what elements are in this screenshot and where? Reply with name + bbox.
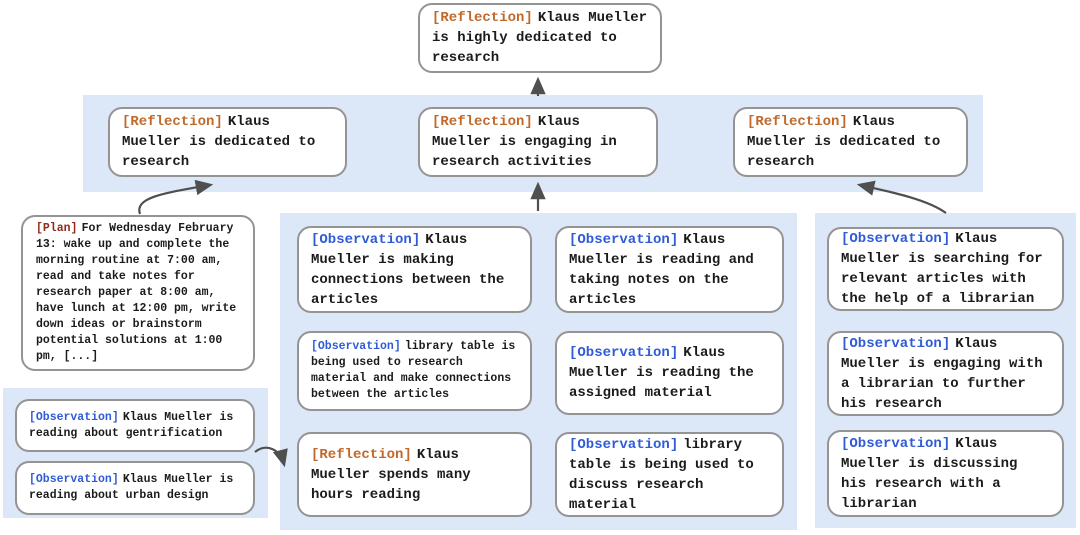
node-text: [Observation]Klaus Mueller is engaging w… xyxy=(841,334,1050,414)
node-band-reflection-2: [Reflection]Klaus Mueller is engaging in… xyxy=(418,107,658,177)
node-text: [Observation]Klaus Mueller is reading ab… xyxy=(29,472,241,504)
node-body: Klaus Mueller is discussing his research… xyxy=(841,435,1018,512)
reflection-tag: [Reflection] xyxy=(747,114,848,130)
node-right-observation-2: [Observation]Klaus Mueller is engaging w… xyxy=(827,331,1064,416)
reflection-tag: [Reflection] xyxy=(432,114,533,130)
node-body: Klaus Mueller is reading and taking note… xyxy=(569,231,754,308)
node-body: library table is being used to discuss r… xyxy=(569,436,754,513)
node-left-observation-1: [Observation]Klaus Mueller is reading ab… xyxy=(15,399,255,452)
node-text: [Observation]Klaus Mueller is searching … xyxy=(841,229,1050,309)
observation-tag: [Observation] xyxy=(569,231,679,248)
node-text: [Observation]library table is being used… xyxy=(311,339,518,403)
observation-tag: [Observation] xyxy=(311,340,401,353)
observation-tag: [Observation] xyxy=(841,335,951,352)
node-text: [Observation]Klaus Mueller is making con… xyxy=(311,230,518,310)
observation-tag: [Observation] xyxy=(569,345,679,361)
node-body: Klaus Mueller spends many hours reading xyxy=(311,446,471,503)
node-center-observation-1: [Observation]Klaus Mueller is making con… xyxy=(297,226,532,313)
node-body: Klaus Mueller is dedicated to research xyxy=(747,114,941,170)
node-plan: [Plan]For Wednesday February 13: wake up… xyxy=(21,215,255,371)
node-body: Klaus Mueller is dedicated to research xyxy=(122,114,316,170)
observation-tag: [Observation] xyxy=(841,435,951,452)
node-right-observation-3: [Observation]Klaus Mueller is discussing… xyxy=(827,430,1064,517)
reflection-tag: [Reflection] xyxy=(311,446,412,463)
reflection-tag: [Reflection] xyxy=(432,10,533,26)
node-text: [Reflection]Klaus Mueller is dedicated t… xyxy=(122,112,333,172)
node-text: [Observation]Klaus Mueller is discussing… xyxy=(841,434,1050,514)
node-body: library table is being used to research … xyxy=(311,340,516,401)
node-text: [Observation]Klaus Mueller is reading an… xyxy=(569,230,770,310)
node-right-observation-1: [Observation]Klaus Mueller is searching … xyxy=(827,227,1064,311)
observation-tag: [Observation] xyxy=(841,231,951,247)
node-text: [Reflection]Klaus Mueller spends many ho… xyxy=(311,445,518,505)
node-text: [Reflection]Klaus Mueller is engaging in… xyxy=(432,112,644,172)
node-text: [Reflection]Klaus Mueller is dedicated t… xyxy=(747,112,954,172)
node-left-observation-2: [Observation]Klaus Mueller is reading ab… xyxy=(15,461,255,515)
node-body: Klaus Mueller is reading about urban des… xyxy=(29,473,234,502)
observation-tag: [Observation] xyxy=(29,410,119,424)
node-body: Klaus Mueller is highly dedicated to res… xyxy=(432,10,648,66)
node-body: Klaus Mueller is searching for relevant … xyxy=(841,231,1043,307)
node-text: [Observation]Klaus Mueller is reading ab… xyxy=(29,410,241,442)
observation-tag: [Observation] xyxy=(311,231,421,248)
observation-tag: [Observation] xyxy=(29,473,119,486)
node-text: [Observation]library table is being used… xyxy=(569,435,770,515)
node-top-reflection: [Reflection]Klaus Mueller is highly dedi… xyxy=(418,3,662,73)
node-center-observation-4: [Observation]Klaus Mueller is reading th… xyxy=(555,331,784,415)
node-text: [Observation]Klaus Mueller is reading th… xyxy=(569,343,770,403)
node-text: [Plan]For Wednesday February 13: wake up… xyxy=(36,221,240,365)
plan-tag: [Plan] xyxy=(36,222,78,235)
node-band-reflection-1: [Reflection]Klaus Mueller is dedicated t… xyxy=(108,107,347,177)
node-body: Klaus Mueller is reading about gentrific… xyxy=(29,410,234,440)
node-body: For Wednesday February 13: wake up and c… xyxy=(36,222,237,363)
node-center-observation-3: [Observation]library table is being used… xyxy=(297,331,532,411)
observation-tag: [Observation] xyxy=(569,436,679,453)
node-body: Klaus Mueller is making connections betw… xyxy=(311,231,505,308)
reflection-tag: [Reflection] xyxy=(122,114,223,130)
node-center-observation-2: [Observation]Klaus Mueller is reading an… xyxy=(555,226,784,313)
node-band-reflection-3: [Reflection]Klaus Mueller is dedicated t… xyxy=(733,107,968,177)
node-body: Klaus Mueller is engaging in research ac… xyxy=(432,114,617,170)
node-body: Klaus Mueller is reading the assigned ma… xyxy=(569,345,754,401)
node-center-reflection: [Reflection]Klaus Mueller spends many ho… xyxy=(297,432,532,517)
node-center-observation-5: [Observation]library table is being used… xyxy=(555,432,784,517)
node-body: Klaus Mueller is engaging with a librari… xyxy=(841,335,1043,412)
node-text: [Reflection]Klaus Mueller is highly dedi… xyxy=(432,8,648,68)
